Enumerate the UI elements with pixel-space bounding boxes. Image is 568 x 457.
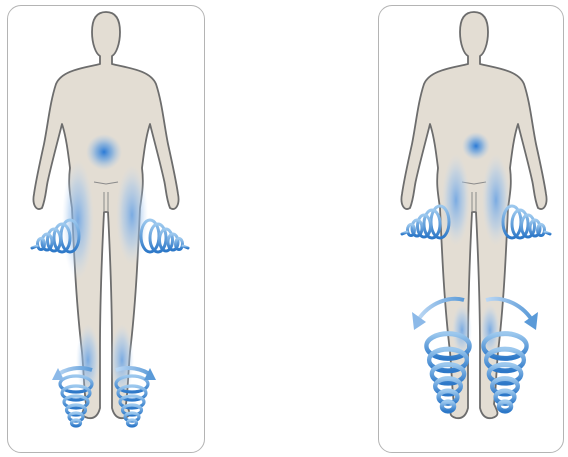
body-silhouette-left bbox=[33, 12, 178, 418]
swirl-hand-right-1 bbox=[141, 220, 188, 252]
glow-abdomen-right bbox=[462, 132, 490, 160]
glow-abdomen-left bbox=[86, 134, 122, 170]
glow-thigh-r1 bbox=[116, 165, 148, 265]
figure-left bbox=[32, 12, 188, 432]
figure-right bbox=[401, 12, 550, 420]
swirl-hand-right-2 bbox=[503, 206, 550, 238]
